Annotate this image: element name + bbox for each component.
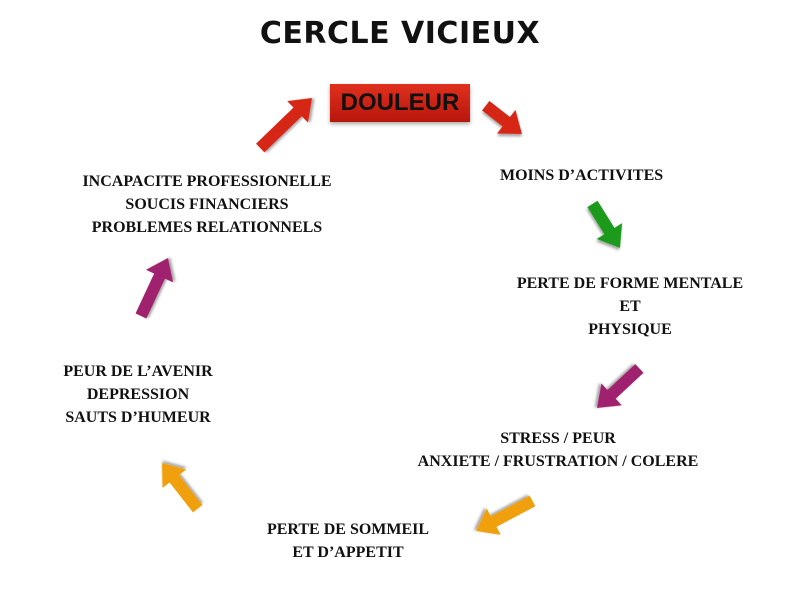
- node-line: PERTE DE FORME MENTALE: [516, 275, 744, 292]
- arrow-red-left: [256, 98, 312, 153]
- arrow-green: [587, 200, 623, 248]
- node-sommeil: PERTE DE SOMMEIL ET D’APPETIT: [248, 518, 448, 564]
- diagram-title: CERCLE VICIEUX: [259, 16, 541, 51]
- node-stress: STRESS / PEUR ANXIETE / FRUSTRATION / CO…: [388, 427, 728, 473]
- arrow-purple-left: [135, 258, 174, 319]
- arrow-orange-left: [162, 463, 203, 513]
- node-moins-activites: MOINS D’ACTIVITES: [500, 164, 663, 187]
- node-line: INCAPACITE PROFESSIONELLE: [82, 173, 332, 190]
- arrow-orange-right: [476, 495, 536, 535]
- node-line: PROBLEMES RELATIONNELS: [91, 219, 323, 236]
- node-line: PEUR DE L’AVENIR: [63, 363, 213, 380]
- node-line: DEPRESSION: [86, 386, 190, 403]
- douleur-box: DOULEUR: [330, 84, 470, 122]
- node-line: ET D’APPETIT: [292, 544, 404, 561]
- node-perte-forme: PERTE DE FORME MENTALE ET PHYSIQUE: [496, 272, 764, 341]
- node-line: ANXIETE / FRUSTRATION / COLERE: [417, 453, 699, 470]
- node-line: STRESS / PEUR: [500, 430, 616, 447]
- douleur-label: DOULEUR: [340, 89, 460, 116]
- node-line: SAUTS D’HUMEUR: [65, 409, 211, 426]
- node-peur-avenir: PEUR DE L’AVENIR DEPRESSION SAUTS D’HUME…: [44, 360, 232, 429]
- node-line: MOINS D’ACTIVITES: [500, 167, 664, 184]
- node-incapacite: INCAPACITE PROFESSIONELLE SOUCIS FINANCI…: [52, 170, 362, 239]
- node-line: PHYSIQUE: [588, 321, 672, 338]
- node-line: SOUCIS FINANCIERS: [125, 196, 289, 213]
- node-line: ET: [619, 298, 641, 315]
- node-line: PERTE DE SOMMEIL: [266, 521, 430, 538]
- arrow-red-right: [482, 100, 522, 134]
- arrow-purple-right: [597, 364, 644, 408]
